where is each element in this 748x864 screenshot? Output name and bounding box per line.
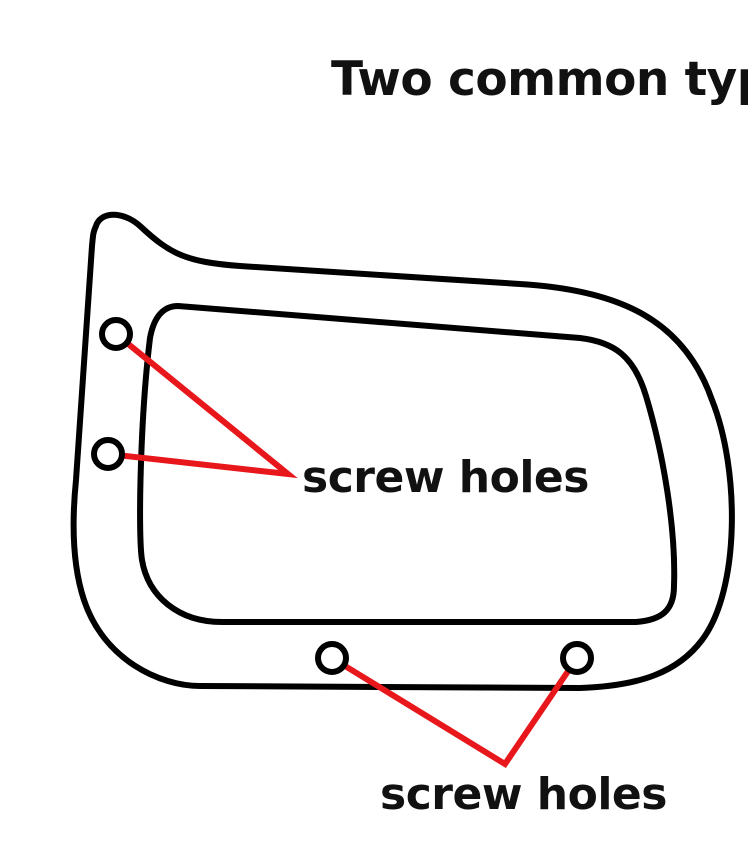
- screw-hole-side-upper: [99, 317, 133, 351]
- screw-hole-side-lower: [91, 437, 125, 471]
- leader-lines-side: [105, 331, 298, 479]
- screw-hole-bottom-right: [560, 641, 594, 675]
- bottom-screw-holes-label: screw holes: [380, 769, 667, 820]
- screw-hole-bottom-left: [315, 641, 349, 675]
- gasket-outer-outline: [70, 211, 735, 691]
- side-screw-holes-label: screw holes: [302, 452, 589, 503]
- diagram-title: Two common typ: [331, 52, 748, 107]
- gasket-inner-outline: [137, 303, 678, 625]
- leader-lines-bottom: [329, 655, 580, 769]
